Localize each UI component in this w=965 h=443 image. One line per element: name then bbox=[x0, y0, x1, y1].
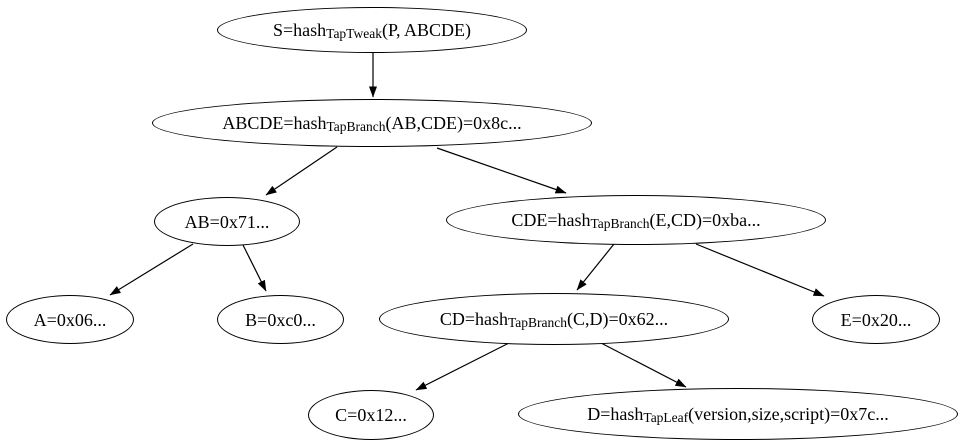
node-S-label-sub: TapTweak bbox=[326, 26, 382, 42]
node-C-label-pre: C=0x12... bbox=[335, 405, 407, 425]
node-C: C=0x12... bbox=[308, 390, 434, 440]
edge-CD-C bbox=[415, 341, 512, 391]
edge-CDE-E bbox=[695, 243, 825, 297]
node-D-label-post: (version,size,script)=0x7c... bbox=[688, 404, 889, 424]
node-CD-label-sub: TapBranch bbox=[507, 315, 568, 331]
node-AB-label-pre: AB=0x71... bbox=[184, 211, 270, 232]
node-D-label-sub: TapLeaf bbox=[643, 410, 689, 426]
node-CDE-label-sub: TapBranch bbox=[590, 216, 650, 232]
node-B-label-pre: B=0xc0... bbox=[245, 309, 316, 330]
node-CD-label-post: (C,D)=0x62... bbox=[567, 309, 669, 329]
node-A: A=0x06... bbox=[6, 295, 134, 344]
node-ABCDE-label-pre: ABCDE=hash bbox=[222, 113, 327, 133]
edge-CDE-CD bbox=[576, 243, 615, 291]
node-B: B=0xc0... bbox=[217, 295, 344, 344]
node-CDE-label-pre: CDE=hash bbox=[511, 210, 591, 230]
node-D-label-pre: D=hash bbox=[587, 404, 644, 424]
node-S-label-post: (P, ABCDE) bbox=[381, 20, 471, 40]
node-AB: AB=0x71... bbox=[154, 197, 300, 246]
node-S-label-pre: S=hash bbox=[272, 20, 327, 40]
edge-ABCDE-CDE bbox=[436, 147, 567, 194]
node-CDE-label-post: (E,CD)=0xba... bbox=[649, 210, 761, 230]
node-E-label-pre: E=0x20... bbox=[840, 309, 912, 330]
node-A-label-pre: A=0x06... bbox=[33, 309, 107, 330]
edge-CD-D bbox=[600, 342, 687, 388]
node-ABCDE-label-sub: TapBranch bbox=[326, 119, 386, 135]
node-ABCDE-label-post: (AB,CDE)=0x8c... bbox=[385, 113, 522, 133]
node-CD-label-pre: CD=hash bbox=[439, 309, 508, 329]
edge-AB-B bbox=[242, 244, 267, 292]
node-E: E=0x20... bbox=[812, 295, 940, 344]
edge-AB-A bbox=[109, 243, 194, 296]
edge-ABCDE-AB bbox=[265, 146, 338, 196]
